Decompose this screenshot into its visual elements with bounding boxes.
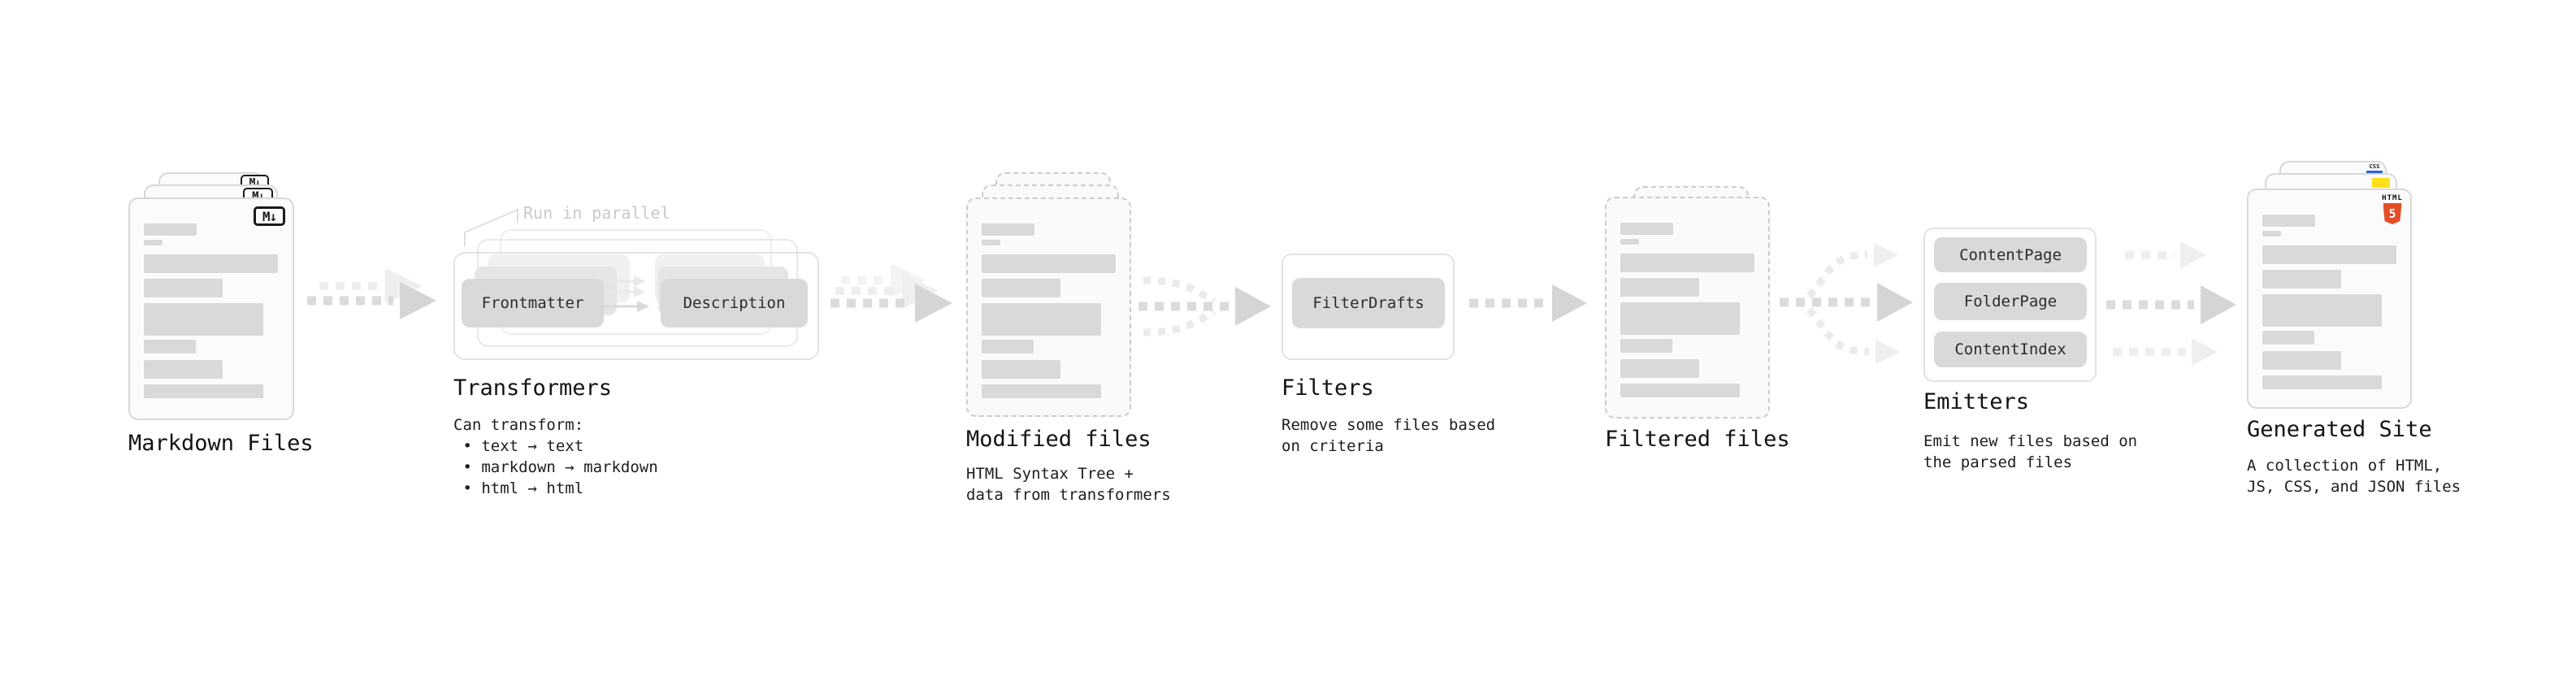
stage-title: Modified files	[966, 427, 1151, 452]
stage-subtitle: Can transform: • text → text • markdown …	[453, 416, 658, 497]
stage-subtitle: Remove some files based on criteria	[1281, 416, 1496, 455]
doc-text-bar	[144, 223, 197, 236]
html5-label: HTML	[2382, 194, 2403, 202]
doc-text-bar	[2262, 231, 2281, 236]
doc-text-bar	[982, 240, 1000, 245]
doc-card-front: M↓	[128, 197, 294, 420]
doc-card-front: HTML 5	[2247, 189, 2412, 409]
html5-shield: 5	[2383, 203, 2402, 224]
stage-title: Filtered files	[1605, 427, 1790, 452]
doc-text-bar	[2262, 215, 2315, 227]
css-label: CSS	[2369, 163, 2380, 170]
arrow-modified-to-filters	[1138, 276, 1271, 336]
transformer-box-front	[453, 252, 819, 360]
frontmatter-button: Frontmatter	[462, 279, 604, 327]
doc-text-bar	[144, 254, 278, 273]
doc-text-bar	[1620, 384, 1740, 397]
arrow-filtered-to-emitters	[1780, 243, 1913, 364]
doc-text-bar	[1620, 278, 1699, 297]
arrow-emitters-to-generated	[2106, 241, 2236, 366]
doc-card-front	[1605, 197, 1770, 419]
doc-card-front	[966, 197, 1131, 417]
doc-text-lines	[144, 223, 278, 398]
doc-text-bar	[1620, 223, 1673, 235]
description-button: Description	[661, 279, 808, 327]
doc-text-bar	[2262, 245, 2396, 264]
markdown-icon: M↓	[254, 206, 285, 226]
stage-title: Filters	[1281, 375, 1374, 401]
filterdrafts-button: FilterDrafts	[1292, 278, 1445, 328]
stage-title: Transformers	[453, 375, 613, 401]
contentpage-button: ContentPage	[1934, 237, 2087, 272]
stage-title: Generated Site	[2247, 417, 2432, 442]
doc-text-bar	[1620, 359, 1699, 378]
html5-icon: HTML 5	[2382, 194, 2403, 224]
doc-text-bar	[144, 384, 263, 398]
doc-text-lines	[1620, 223, 1754, 397]
doc-text-bar	[982, 254, 1116, 273]
doc-text-bar	[982, 279, 1060, 297]
run-in-parallel-annotation: Run in parallel	[523, 203, 670, 223]
contentindex-button: ContentIndex	[1934, 332, 2087, 367]
doc-text-bar	[982, 303, 1101, 336]
stage-subtitle: Emit new files based on the parsed files	[1923, 432, 2138, 471]
css-icon: CSS	[2366, 164, 2383, 173]
css-bar	[2366, 171, 2383, 173]
doc-text-bar	[982, 384, 1101, 398]
folderpage-button: FolderPage	[1934, 283, 2087, 320]
arrow-transformers-to-modified	[830, 263, 952, 323]
doc-text-bar	[144, 360, 223, 379]
doc-text-bar	[144, 240, 163, 245]
doc-text-lines	[982, 223, 1116, 398]
doc-text-bar	[144, 340, 196, 354]
arrow-markdown-to-transformers	[307, 268, 436, 319]
doc-text-bar	[2262, 331, 2314, 345]
doc-text-bar	[144, 279, 223, 297]
doc-text-bar	[982, 360, 1060, 379]
doc-text-bar	[982, 223, 1034, 236]
doc-text-bar	[2262, 351, 2341, 370]
doc-text-bar	[1620, 239, 1639, 245]
doc-text-bar	[1620, 254, 1754, 272]
stage-subtitle: A collection of HTML, JS, CSS, and JSON …	[2247, 457, 2461, 496]
stage-title: Markdown Files	[128, 431, 314, 456]
doc-text-bar	[2262, 294, 2382, 327]
doc-text-bar	[1620, 339, 1672, 353]
arrow-filters-to-filtered	[1469, 284, 1587, 322]
doc-text-bar	[2262, 375, 2382, 389]
doc-text-bar	[1620, 302, 1740, 335]
stage-title: Emitters	[1923, 389, 2030, 414]
doc-text-bar	[144, 303, 263, 336]
doc-text-lines	[2262, 215, 2396, 389]
stage-subtitle: HTML Syntax Tree + data from transformer…	[966, 465, 1171, 504]
doc-text-bar	[982, 340, 1034, 354]
js-icon	[2372, 178, 2390, 188]
doc-text-bar	[2262, 270, 2341, 288]
